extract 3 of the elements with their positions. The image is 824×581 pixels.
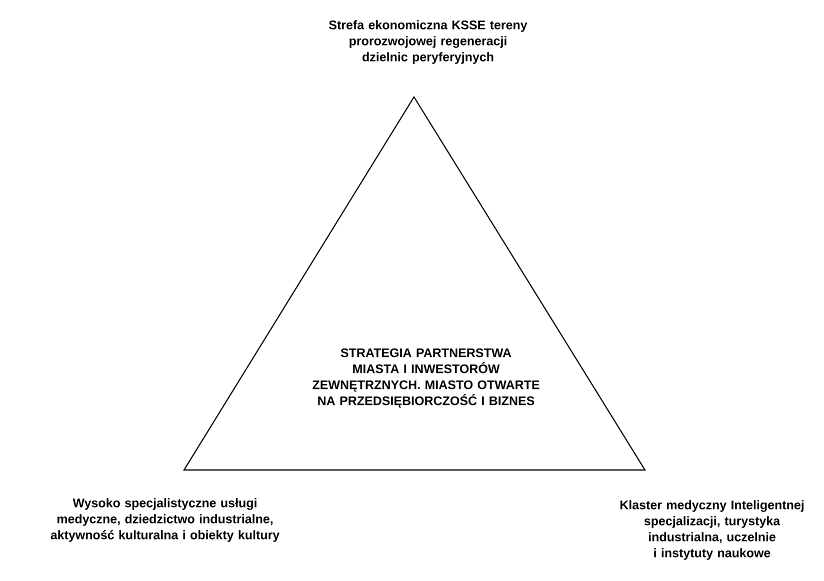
corner-label: Klaster medyczny Inteligentnej specjalizacji, turystyka industrialna, uczelnie i instytuty naukowe — [620, 500, 804, 560]
corner-label: Wysoko specjalistyczne usługi medyczne, dziedzictwo industrialne, aktywność kulturalna i obiekty kultury — [50, 498, 280, 542]
corner-label: Strefa ekonomiczna KSSE tereny prorozwojowej regeneracji dzielnic peryferyjnych — [329, 20, 528, 64]
